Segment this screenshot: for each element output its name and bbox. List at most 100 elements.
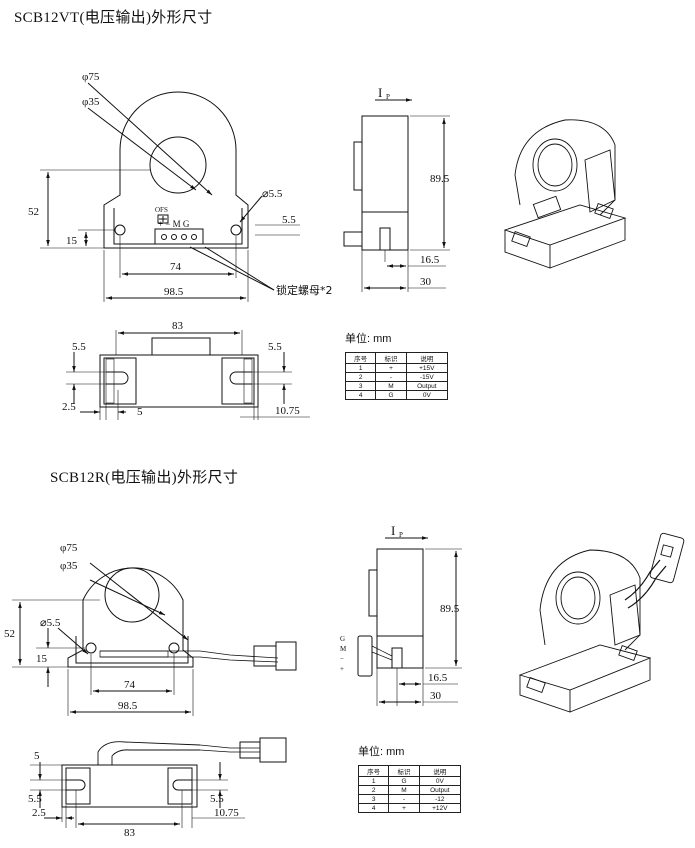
table-row: 1++15V [344, 363, 449, 373]
s1-bottom-labels: 83 5.5 5.5 2.5 5 10.75 [62, 320, 300, 418]
cell: M [375, 381, 407, 391]
cell: - [388, 794, 420, 804]
s1-isometric [503, 119, 627, 269]
s2-ip-sub: P [399, 531, 403, 539]
cell: 3 [344, 381, 377, 391]
s1-h15: 15 [66, 235, 78, 247]
cell: Output [405, 381, 449, 391]
cell: G [375, 390, 407, 400]
s1-ofs: OFS [155, 206, 168, 214]
s1-h52: 52 [28, 206, 39, 218]
s1-bot-55r: 5.5 [268, 341, 282, 353]
col-header: 标识 [375, 352, 407, 364]
table-row: 3--12 [357, 794, 462, 804]
s2-isometric [518, 532, 685, 713]
s1-side-view [343, 98, 450, 292]
cell: 0V [405, 390, 449, 400]
table-header-row: 序号 标识 说明 [344, 352, 449, 364]
s1-side-labels: I P 89.5 16.5 30 [378, 85, 450, 288]
s1-unit: 单位: mm [345, 333, 392, 345]
col-header: 说明 [418, 765, 462, 777]
s2-d-outer: φ75 [60, 542, 78, 554]
s2-hole: ⌀5.5 [40, 617, 61, 629]
s1-side-165: 16.5 [420, 254, 440, 266]
s1-front-view [40, 82, 300, 302]
s1-hole: ⌀5.5 [262, 188, 283, 200]
s2-h52: 52 [4, 628, 15, 640]
cell: 1 [357, 776, 390, 786]
s1-bot-1075: 10.75 [275, 405, 300, 417]
s1-front-labels: φ75 φ35 ⌀5.5 52 15 5.5 74 98.5 OFS + − M… [28, 71, 333, 298]
s1-ip-sub: P [386, 93, 390, 101]
s1-w98: 98.5 [164, 286, 184, 298]
s2-w74: 74 [124, 679, 136, 691]
s2-w98: 98.5 [118, 700, 138, 712]
section2-title: SCB12R(电压输出)外形尺寸 [50, 470, 239, 486]
col-header: 序号 [344, 352, 377, 364]
s1-r55: 5.5 [282, 214, 296, 226]
s1-bot-55l: 5.5 [72, 341, 86, 353]
s2-bot-83: 83 [124, 827, 136, 839]
cell: +15V [405, 363, 449, 373]
s1-ip: I [378, 85, 382, 100]
table-header-row: 序号 标识 说明 [357, 765, 462, 777]
s2-h15: 15 [36, 653, 48, 665]
cell: 0V [418, 776, 462, 786]
s1-nut: 锁定螺母*2 [276, 283, 333, 297]
col-header: 说明 [405, 352, 449, 364]
cell: Output [418, 785, 462, 795]
s1-d-outer: φ75 [82, 71, 100, 83]
cell: -15V [405, 372, 449, 382]
s2-bot-55a: 5.5 [28, 793, 42, 805]
s1-pin-labels: + − M G [158, 219, 190, 229]
table-row: 4++12V [357, 803, 462, 813]
cell: +12V [418, 803, 462, 813]
s1-side-30: 30 [420, 276, 432, 288]
s2-ip: I [391, 523, 395, 538]
cell: G [388, 776, 420, 786]
s2-bottom-labels: 5 5.5 5.5 2.5 83 10.75 [28, 750, 239, 839]
s2-side-165: 16.5 [428, 672, 448, 684]
s2-front-view [12, 562, 297, 716]
s2-bot-25: 2.5 [32, 807, 46, 819]
cell: 4 [357, 803, 390, 813]
s1-w74: 74 [170, 261, 182, 273]
s1-bottom-view [66, 330, 310, 420]
s1-side-h: 89.5 [430, 173, 450, 185]
cell: + [388, 803, 420, 813]
s2-front-labels: φ75 φ35 ⌀5.5 52 15 74 98.5 [4, 542, 138, 712]
cell: -12 [418, 794, 462, 804]
s2-bottom-view [30, 737, 287, 828]
s2-side-labels: I P 89.5 16.5 30 G M − + [340, 523, 460, 702]
cell: M [388, 785, 420, 795]
table-row: 2--15V [344, 372, 449, 382]
s1-bot-83: 83 [172, 320, 184, 332]
cell: 4 [344, 390, 377, 400]
s2-side-30: 30 [430, 690, 442, 702]
s1-bot-25: 2.5 [62, 401, 76, 413]
s2-side-h: 89.5 [440, 603, 460, 615]
s2-bot-5: 5 [34, 750, 40, 762]
section1-title: SCB12VT(电压输出)外形尺寸 [14, 10, 213, 26]
s2-conn-g: G [340, 635, 345, 643]
col-header: 标识 [388, 765, 420, 777]
terminal-screws [161, 234, 197, 240]
col-header: 序号 [357, 765, 390, 777]
s2-conn-minus: − [340, 655, 344, 663]
cell: 3 [357, 794, 390, 804]
s2-bot-1075: 10.75 [214, 807, 239, 819]
cell: + [375, 363, 407, 373]
s1-bot-5: 5 [137, 406, 143, 418]
s2-bot-55b: 5.5 [210, 793, 224, 805]
cell: - [375, 372, 407, 382]
cell: 1 [344, 363, 377, 373]
s1-d-inner: φ35 [82, 96, 100, 108]
s2-conn-plus: + [340, 665, 344, 673]
